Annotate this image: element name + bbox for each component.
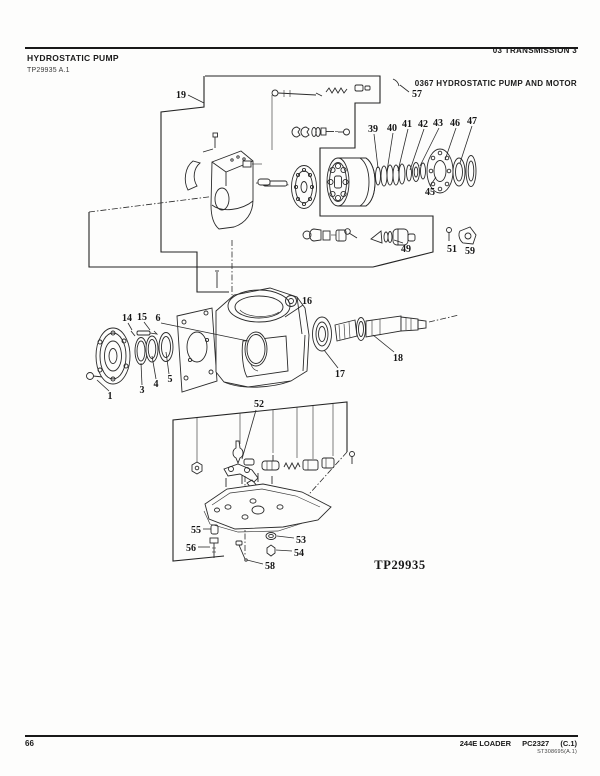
- part-label-16: 16: [302, 296, 312, 307]
- part-label-46: 46: [450, 118, 460, 129]
- footer-revision: (C.1): [560, 739, 577, 748]
- part-label-45: 45: [425, 187, 435, 198]
- part-label-49: 49: [401, 244, 411, 255]
- page-header: 03 TRANSMISSION 3 0367 HYDROSTATIC PUMP …: [415, 23, 577, 111]
- leader-lines: [96, 84, 473, 565]
- figure-reference: TP29935 A.1: [27, 67, 70, 74]
- part-label-4: 4: [154, 379, 159, 390]
- part-label-42: 42: [418, 119, 428, 130]
- cylinder-block-drawing: [326, 157, 376, 207]
- footer-doc-title: 244E LOADER: [459, 739, 512, 748]
- footer-rule: [25, 735, 578, 737]
- part-label-39: 39: [368, 124, 378, 135]
- pump-housing-drawing: [215, 270, 310, 388]
- part-label-14: 14: [122, 313, 132, 324]
- valve-plate-drawing: [257, 165, 317, 209]
- part-label-1: 1: [108, 391, 113, 402]
- part-label-3: 3: [140, 385, 145, 396]
- mounting-flange-drawing: [426, 148, 454, 194]
- assembly-zone-outline-bottom: [172, 401, 348, 562]
- relief-valve-drawing: [370, 228, 416, 246]
- part-label-15: 15: [137, 312, 147, 323]
- part-label-6: 6: [156, 313, 161, 324]
- part-label-54: 54: [294, 548, 304, 559]
- control-rod-and-spring-drawing: [271, 84, 371, 97]
- figure-id-label: TP29935: [374, 558, 425, 572]
- plug-fittings-drawing: [302, 228, 358, 242]
- part-label-53: 53: [296, 535, 306, 546]
- part-label-58: 58: [265, 561, 275, 572]
- control-valve-parts-drawing: [191, 440, 355, 492]
- part-label-18: 18: [393, 353, 403, 364]
- part-label-55: 55: [191, 525, 201, 536]
- footer-publication-line: 244E LOADER PC2327 (C.1): [460, 739, 577, 748]
- mounting-plate-drawing: [176, 307, 218, 393]
- bearing-rings-drawing: [452, 155, 477, 187]
- header-rule: [25, 47, 578, 49]
- page-number: 66: [25, 739, 34, 748]
- assembly-zone-outline-top: [88, 75, 434, 295]
- footer-catalog-number: PC2327: [522, 739, 550, 748]
- part-number-labels: 19 57 39 40 41 42 43 46 47 45 49 51 59 1…: [108, 89, 478, 572]
- shaft-seal-drawing: [312, 316, 332, 352]
- part-label-17: 17: [335, 369, 345, 380]
- clip-and-screw-cluster-drawing: [291, 126, 350, 138]
- cover-hardware-drawing: [209, 524, 277, 562]
- part-label-43: 43: [433, 118, 443, 129]
- section-title: HYDROSTATIC PUMP: [27, 53, 119, 63]
- part-label-51: 51: [447, 244, 457, 255]
- header-section: 0367 HYDROSTATIC PUMP AND MOTOR: [414, 79, 577, 88]
- valve-cover-plate-drawing: [203, 473, 332, 533]
- header-chapter: 03 TRANSMISSION 3: [492, 46, 577, 55]
- seal-and-bearing-row-drawing: [86, 327, 174, 385]
- footer-scan-code: ST308695(A.1): [537, 749, 577, 755]
- part-label-47: 47: [467, 116, 477, 127]
- part-label-56: 56: [186, 543, 196, 554]
- part-label-52: 52: [254, 399, 264, 410]
- drive-shaft-drawing: [334, 314, 460, 342]
- part-label-19: 19: [176, 90, 186, 101]
- spring-washer-stack-drawing: [375, 162, 426, 187]
- part-label-59: 59: [465, 246, 475, 257]
- part-label-40: 40: [387, 123, 397, 134]
- swashplate-support-drawing: [184, 132, 288, 230]
- part-label-5: 5: [168, 374, 173, 385]
- part-label-57: 57: [412, 89, 422, 100]
- part-label-41: 41: [402, 119, 412, 130]
- pin-and-elbow-drawing: [392, 78, 477, 245]
